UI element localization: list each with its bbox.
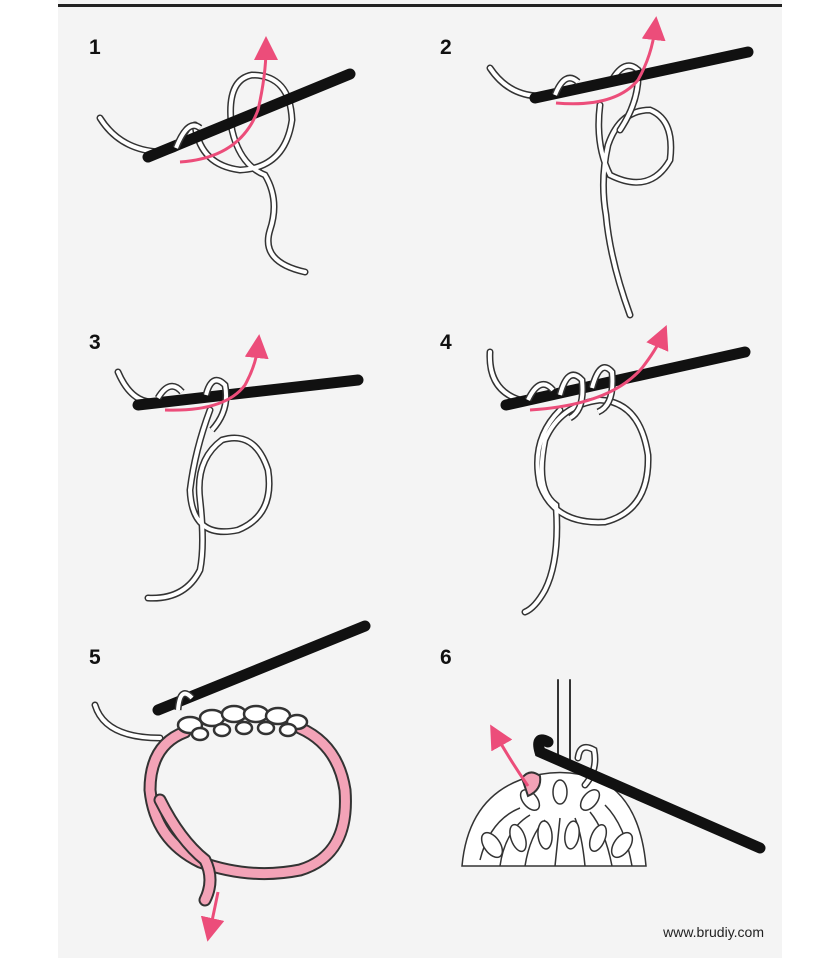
step-6-illustration (461, 679, 766, 867)
step-number-1: 1 (89, 36, 101, 59)
step-2-yarn (486, 62, 675, 319)
step-number-5: 5 (89, 646, 101, 669)
stitch-row (176, 704, 309, 742)
step-number-4: 4 (440, 331, 452, 354)
pink-loop (520, 771, 542, 798)
direction-arrow-icon (200, 891, 225, 942)
pink-ring (143, 721, 352, 907)
step-5-tail (91, 701, 164, 742)
direction-arrow-icon (164, 334, 269, 412)
direction-arrow-icon (529, 324, 669, 412)
step-2-illustration (486, 16, 754, 319)
step-number-3: 3 (89, 331, 101, 354)
top-divider (58, 4, 782, 7)
illustration-panel (58, 0, 782, 958)
site-watermark: www.brudiy.com (663, 924, 764, 940)
crochet-hook (132, 374, 364, 411)
step-number-6: 6 (440, 646, 452, 669)
step-4-illustration (486, 324, 751, 616)
direction-arrow-icon (179, 36, 278, 164)
direction-arrow-icon (555, 16, 666, 106)
step-3-illustration (114, 334, 364, 602)
crocheted-circle (461, 771, 647, 867)
direction-arrow-icon (490, 724, 530, 787)
step-5-illustration (91, 620, 371, 942)
crochet-hook (533, 734, 766, 854)
step-number-2: 2 (440, 36, 452, 59)
crochet-hook (500, 346, 751, 411)
step-1-illustration (96, 36, 356, 276)
